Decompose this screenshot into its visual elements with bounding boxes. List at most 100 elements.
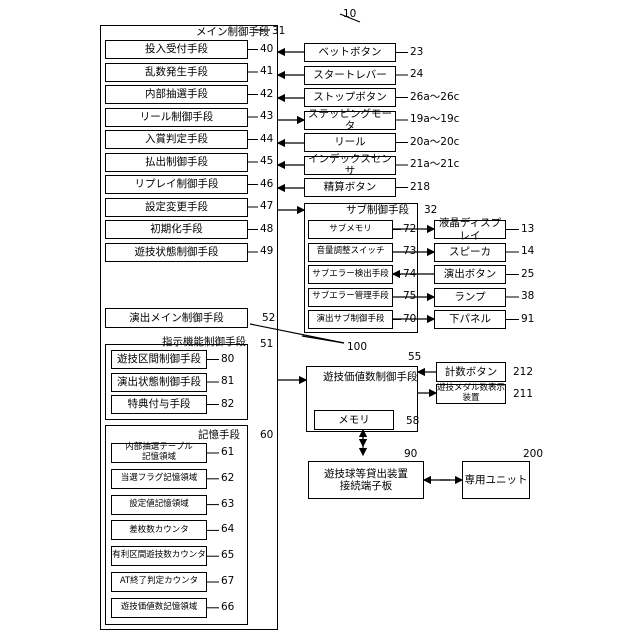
main-unit-ref: 41 <box>260 66 273 77</box>
main-unit-ref: 47 <box>260 201 273 212</box>
instruction-unit-ref: 80 <box>221 354 234 365</box>
sub-unit-ref: 73 <box>403 246 416 257</box>
input-device-label: スタートレバー <box>313 69 387 81</box>
storage-unit-ref: 66 <box>221 602 234 613</box>
main-unit-ref: 40 <box>260 44 273 55</box>
storage-unit: 当選フラグ記憶領域 <box>111 469 207 489</box>
main-unit: 入賞判定手段 <box>105 130 248 149</box>
main-unit-ref: 48 <box>260 224 273 235</box>
main-unit-label: 投入受付手段 <box>145 43 208 55</box>
input-device: ストップボタン <box>304 88 396 107</box>
main-unit: 払出制御手段 <box>105 153 248 172</box>
input-device-ref: 23 <box>410 47 423 58</box>
sub-unit-label: 音量調整スイッチ <box>316 247 384 257</box>
instruction-unit-ref: 82 <box>221 399 234 410</box>
instruction-unit-label: 特典付与手段 <box>128 398 191 410</box>
sub-unit: 音量調整スイッチ <box>308 243 393 262</box>
sub-device-ref: 91 <box>521 314 534 325</box>
main-unit-label: 入賞判定手段 <box>145 133 208 145</box>
dedicated-unit-box: 専用ユニット <box>462 461 530 499</box>
input-device-ref: 20a〜20c <box>410 137 459 148</box>
sub-unit: 演出サブ制御手段 <box>308 310 393 329</box>
storage-unit-ref: 63 <box>221 499 234 510</box>
input-device-label: ステッピングモータ <box>305 108 395 132</box>
count-button-ref: 212 <box>513 367 533 378</box>
value-control-ref: 55 <box>408 352 421 363</box>
main-unit: 内部抽選手段 <box>105 85 248 104</box>
input-device: インデックスセンサ <box>304 156 396 175</box>
main-unit-ref: 49 <box>260 246 273 257</box>
main-unit-label: リプレイ制御手段 <box>135 178 219 190</box>
sub-device-ref: 25 <box>521 269 534 280</box>
storage-unit: 遊技価値数記憶領域 <box>111 598 207 618</box>
sub-control-title: サブ制御手段 <box>346 205 409 216</box>
sub-unit-label: 演出サブ制御手段 <box>316 315 384 325</box>
sub-unit-ref: 75 <box>403 291 416 302</box>
sub-device-ref: 13 <box>521 224 534 235</box>
instruction-unit: 特典付与手段 <box>111 395 207 414</box>
storage-unit-label: 有利区間遊技数カウンタ <box>112 551 206 561</box>
storage-unit-ref: 65 <box>221 550 234 561</box>
main-unit: 設定変更手段 <box>105 198 248 217</box>
instruction-unit-label: 遊技区間制御手段 <box>117 353 201 365</box>
storage-unit-label: 遊技価値数記憶領域 <box>121 603 198 613</box>
input-device-ref: 21a〜21c <box>410 159 459 170</box>
main-unit: 遊技状態制御手段 <box>105 243 248 262</box>
storage-unit: 差枚数カウンタ <box>111 520 207 540</box>
main-unit: リール制御手段 <box>105 108 248 127</box>
sub-device-ref: 38 <box>521 291 534 302</box>
main-control-title: メイン制御手段 <box>196 27 270 38</box>
main-unit-ref: 45 <box>260 156 273 167</box>
input-device: スタートレバー <box>304 66 396 85</box>
main-unit-ref: 46 <box>260 179 273 190</box>
figure-ref: 10 <box>343 9 356 20</box>
instruction-control-ref: 51 <box>260 339 273 350</box>
sub-device-label: スピーカ <box>449 246 491 258</box>
sub-unit-ref: 70 <box>403 314 416 325</box>
storage-unit: AT終了判定カウンタ <box>111 572 207 592</box>
main-control-ref: 31 <box>272 26 285 37</box>
input-device-label: 精算ボタン <box>324 181 377 193</box>
sub-device: ランプ <box>434 288 506 307</box>
storage-unit: 有利区間遊技数カウンタ <box>111 546 207 566</box>
sub-device: スピーカ <box>434 243 506 262</box>
instruction-unit-label: 演出状態制御手段 <box>117 376 201 388</box>
medal-display-ref: 211 <box>513 389 533 400</box>
storage-unit-ref: 67 <box>221 576 234 587</box>
sub-device-label: 液晶ディスプレイ <box>435 217 505 241</box>
sub-device-label: ランプ <box>454 291 485 303</box>
sub-device-ref: 14 <box>521 246 534 257</box>
sub-unit: サブエラー検出手段 <box>308 265 393 284</box>
storage-unit-label: 設定値記憶領域 <box>129 500 189 510</box>
value-control-title: 遊技価値数制御手段 <box>323 372 418 383</box>
input-device-label: ストップボタン <box>313 91 387 103</box>
sub-unit: サブメモリ <box>308 220 393 239</box>
main-unit: リプレイ制御手段 <box>105 175 248 194</box>
storage-unit-label: 内部抽選テーブル 記憶領域 <box>125 443 193 463</box>
sub-unit-ref: 72 <box>403 224 416 235</box>
medal-display-box: 遊技メダル数表示装置 <box>436 384 506 404</box>
terminal-ref: 90 <box>404 449 417 460</box>
main-unit-ref: 42 <box>260 89 273 100</box>
main-unit: 投入受付手段 <box>105 40 248 59</box>
bus-ref: 100 <box>347 342 367 353</box>
input-device-ref: 19a〜19c <box>410 114 459 125</box>
sub-unit-label: サブエラー管理手段 <box>312 292 389 302</box>
instruction-unit: 演出状態制御手段 <box>111 373 207 392</box>
main-unit-label: 遊技状態制御手段 <box>135 246 219 258</box>
input-device: リール <box>304 133 396 152</box>
sub-device: 演出ボタン <box>434 265 506 284</box>
main-unit-label: 内部抽選手段 <box>145 88 208 100</box>
sub-control-ref: 32 <box>424 205 437 216</box>
storage-ref: 60 <box>260 430 273 441</box>
main-unit-label: 乱数発生手段 <box>145 66 208 78</box>
sub-unit-label: サブエラー検出手段 <box>312 270 389 280</box>
input-device-ref: 24 <box>410 69 423 80</box>
storage-unit-ref: 62 <box>221 473 234 484</box>
storage-unit: 設定値記憶領域 <box>111 495 207 515</box>
storage-unit-ref: 64 <box>221 524 234 535</box>
storage-unit-label: 当選フラグ記憶領域 <box>121 474 198 484</box>
main-unit: 乱数発生手段 <box>105 63 248 82</box>
dedicated-unit-ref: 200 <box>523 449 543 460</box>
